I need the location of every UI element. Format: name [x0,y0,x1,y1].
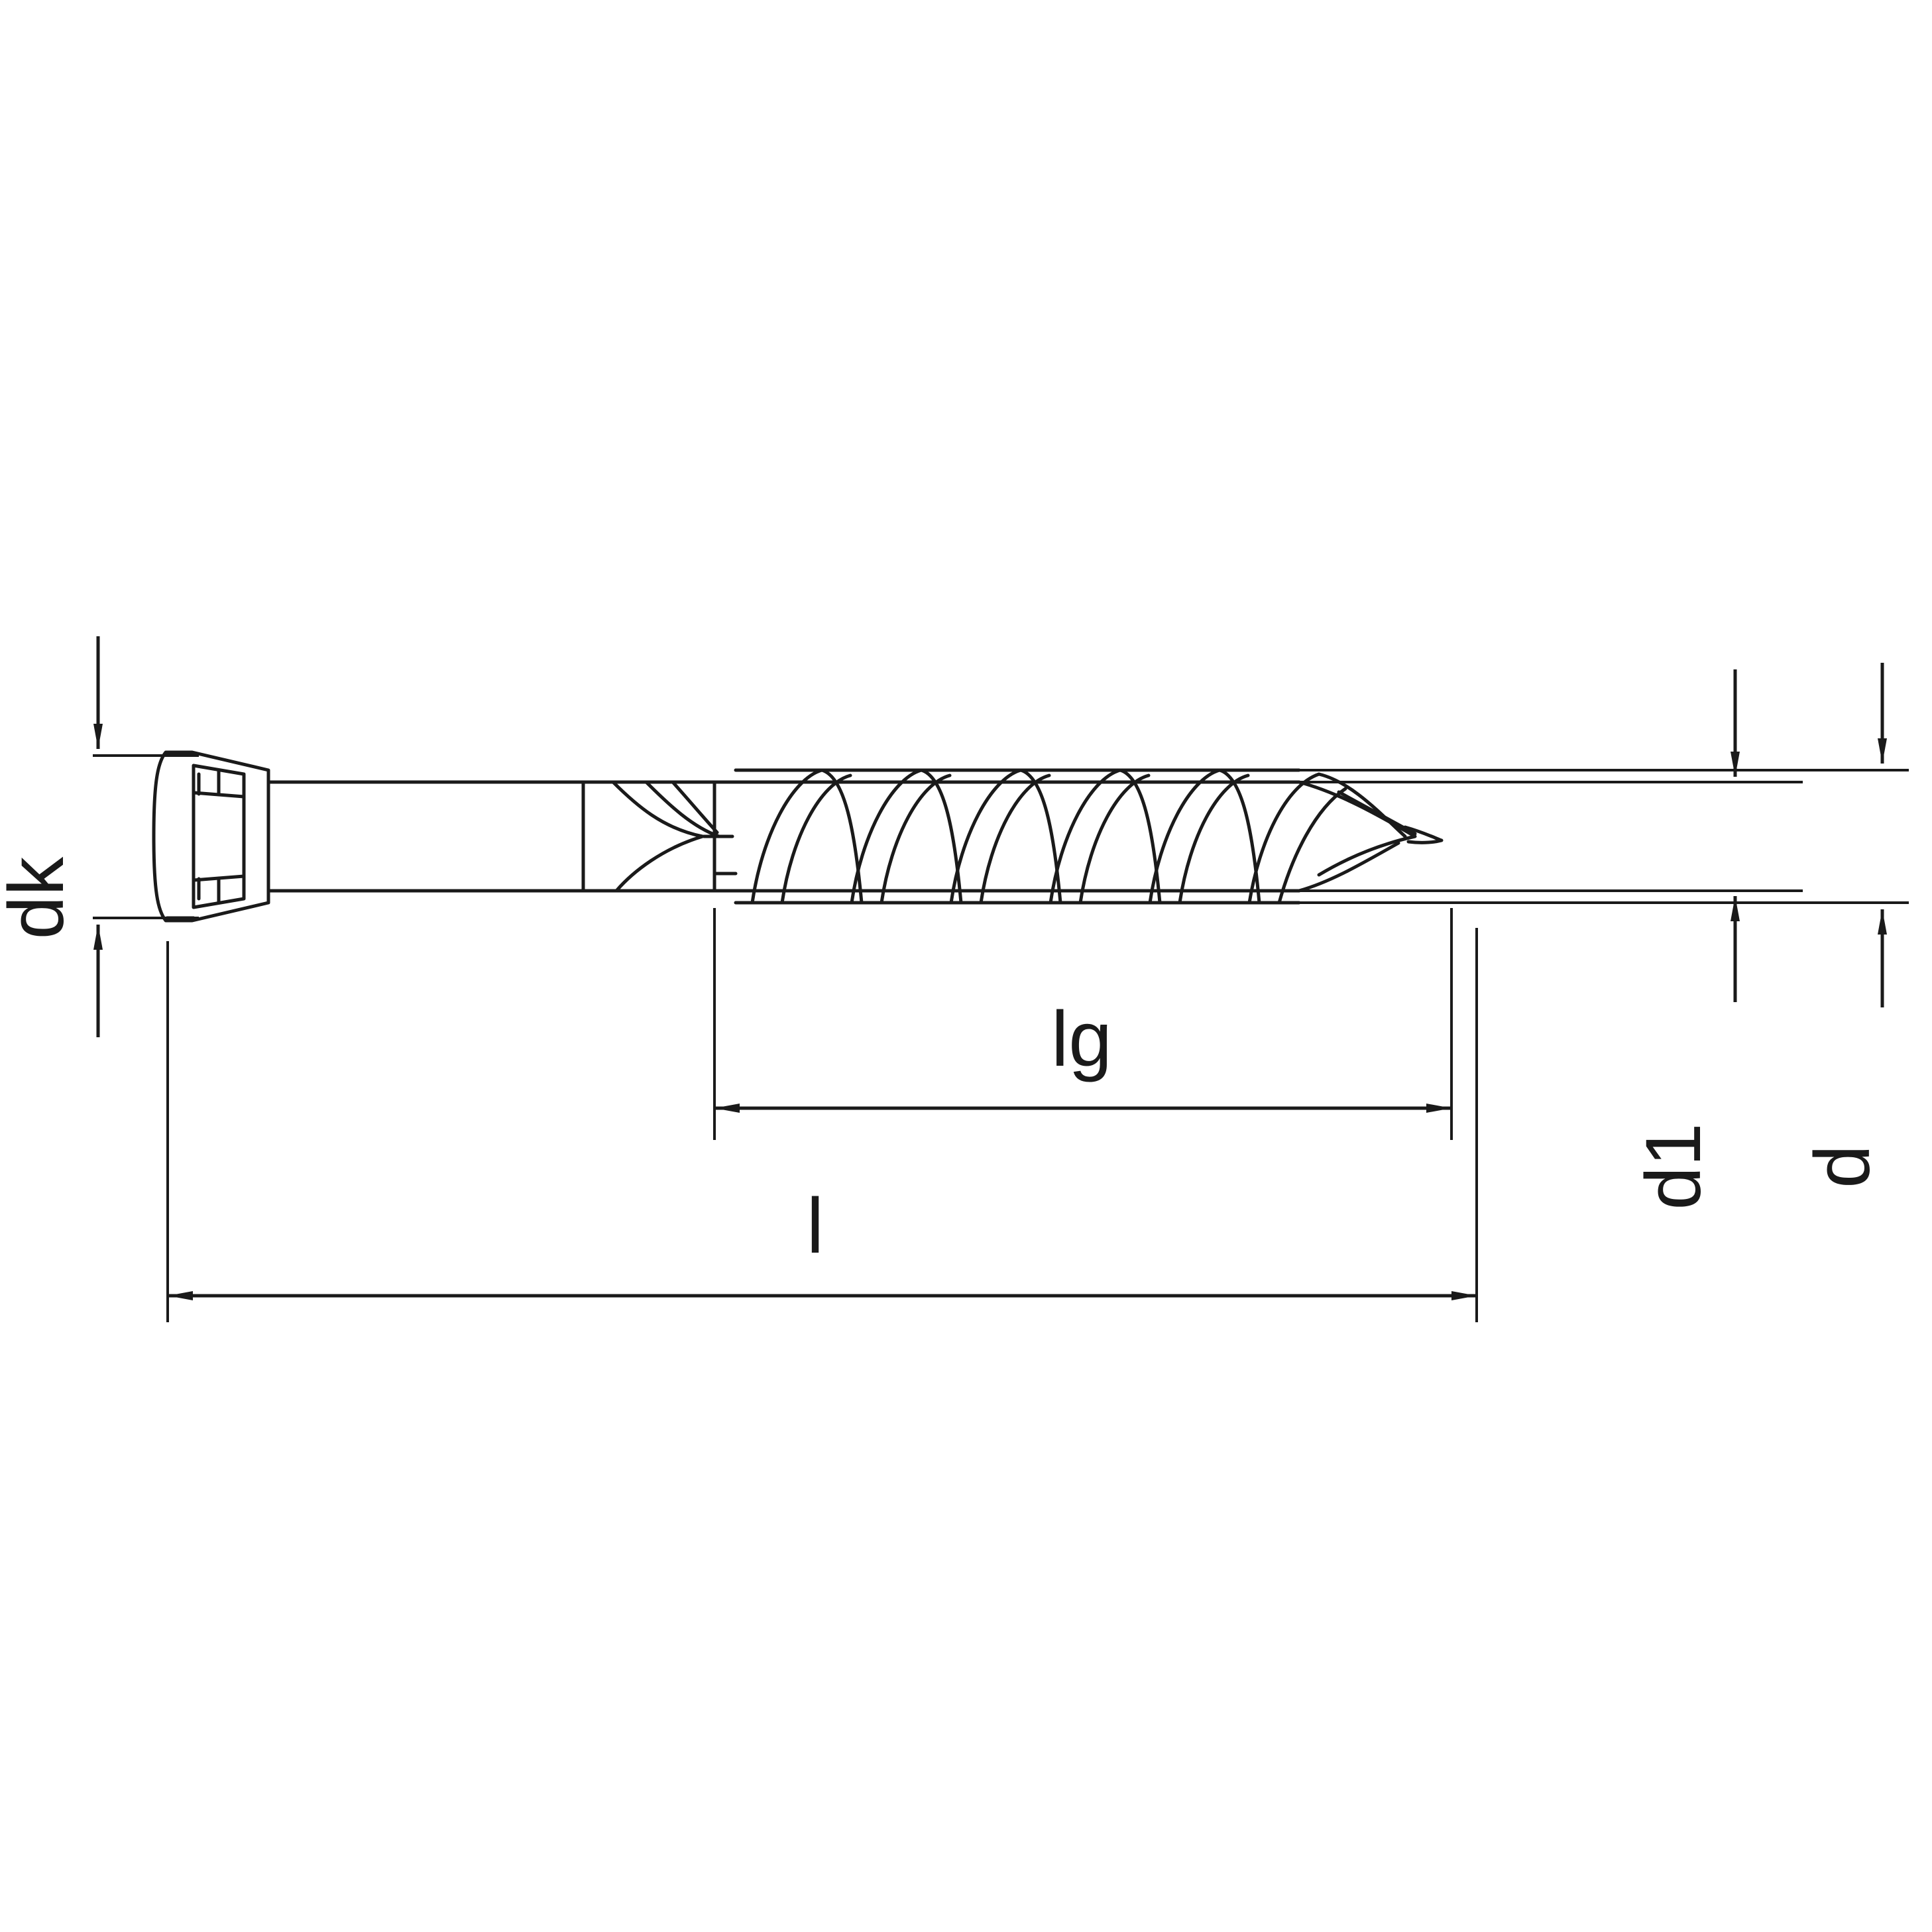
label-lg: lg [1051,995,1112,1083]
screw-shank [275,780,585,893]
screw-tip [1247,772,1444,905]
label-d1: d1 [1630,1123,1717,1210]
dimension-lines [93,636,1909,1322]
dim-lg [713,908,1453,1140]
label-dk: dk [0,856,80,940]
dimension-labels: dk lg l d1 d [0,856,1886,1270]
screw-head [152,750,279,923]
shank-milling-ribs [581,780,734,893]
dim-dk [93,636,199,1037]
label-l: l [807,1182,824,1270]
screw-thread [712,768,1301,905]
label-d: d [1799,1145,1886,1188]
dim-d [1299,663,1909,1007]
dim-d1 [1299,669,1803,1002]
dim-l [166,928,1478,1322]
screw-body-outline [152,750,1444,923]
